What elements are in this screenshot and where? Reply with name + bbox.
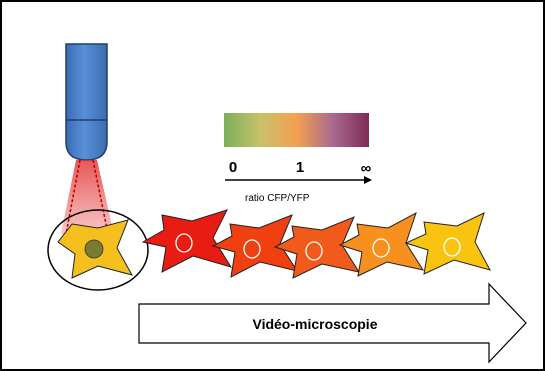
cell-5-nucleus <box>372 238 390 258</box>
beam-right-edge <box>92 159 109 235</box>
cell-6-body <box>404 212 491 275</box>
cell-2-nucleus <box>175 233 193 253</box>
cell-2 <box>141 209 233 273</box>
microscope-objective <box>65 43 108 161</box>
cell-1-nucleus <box>84 239 104 259</box>
ratio-gradient-bar <box>224 113 369 147</box>
tick-label-1: 1 <box>296 159 304 176</box>
beam-left-edge <box>65 159 81 235</box>
cell-4-body <box>273 216 361 279</box>
video-microscopy-arrow: Vidéo-microscopie <box>138 282 527 364</box>
cell-3 <box>211 214 299 278</box>
scale-axis-label: ratio CFP/YFP <box>245 193 310 204</box>
cell-sequence <box>47 209 491 291</box>
cell-5 <box>338 211 425 277</box>
cell-5-body <box>338 211 425 277</box>
observed-cell-circle <box>47 209 149 291</box>
tick-label-0: 0 <box>229 159 237 176</box>
arrow-label: Vidéo-microscopie <box>252 316 377 332</box>
ratio-scale: 0 1 ∞ ratio CFP/YFP <box>224 113 372 204</box>
cell-3-body <box>211 214 299 278</box>
scale-axis-arrowhead <box>364 176 372 184</box>
objective-body <box>65 43 108 161</box>
excitation-beam <box>61 159 114 235</box>
cell-6 <box>404 212 491 275</box>
beam-cone <box>61 160 114 234</box>
cell-6-nucleus <box>443 237 461 257</box>
arrow-shape <box>138 282 527 364</box>
cell-3-nucleus <box>243 239 261 259</box>
cell-4-nucleus <box>305 241 323 261</box>
cell-1 <box>57 219 134 279</box>
tick-label-infinity: ∞ <box>361 160 372 177</box>
cell-4 <box>273 216 361 279</box>
cell-2-body <box>141 209 233 273</box>
